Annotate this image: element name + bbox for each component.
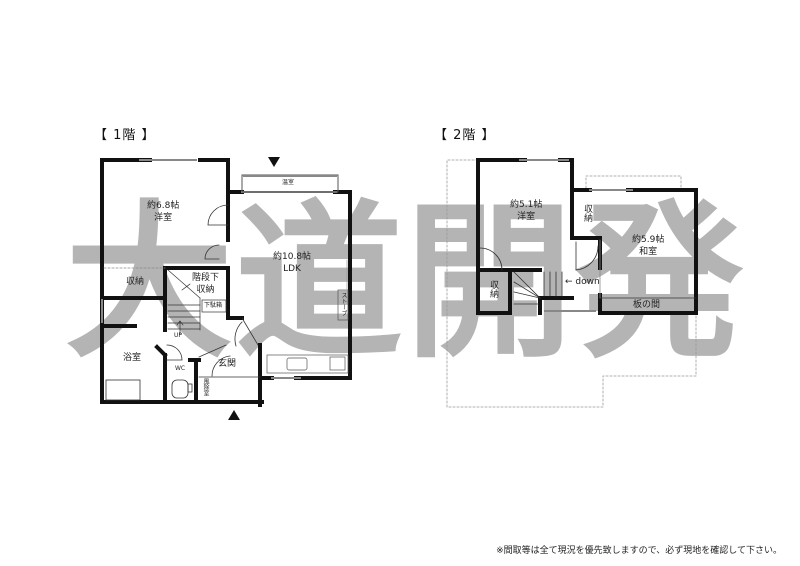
- room-western-2f: 約5.1帖 洋室: [510, 199, 542, 223]
- room-name: LDK: [283, 264, 301, 274]
- watermark-char: 道: [235, 185, 403, 381]
- room-name: 洋室: [517, 212, 536, 222]
- room-area: 約5.9帖: [632, 235, 665, 245]
- stove-label: ストーブ: [340, 292, 347, 316]
- room-storage-1f: 収納: [126, 277, 145, 287]
- floor-1-title: 【 1階 】: [94, 128, 156, 143]
- watermark-char: 開: [405, 185, 573, 381]
- room-japanese: 約5.9帖 和室: [632, 234, 664, 258]
- shoe-box-label: 下駄箱: [204, 302, 223, 309]
- room-western-1f: 約6.8帖 洋室: [147, 200, 179, 224]
- room-area: 約10.8帖: [273, 252, 312, 262]
- disclaimer-footnote: ※間取等は全て現況を優先致しますので、必ず現地を確認して下さい。: [496, 546, 782, 556]
- room-windbreak: 風除室: [202, 378, 209, 396]
- floor-1-plan: [100, 157, 352, 420]
- watermark-char: 大: [65, 185, 233, 381]
- room-sunroom: 温室: [282, 179, 295, 186]
- floor-2-title: 【 2階 】: [434, 128, 496, 143]
- room-name: 洋室: [154, 213, 173, 223]
- floor-2-plan: [446, 158, 698, 408]
- room-entrance: 玄関: [218, 359, 237, 369]
- stairs-down-label: ← down: [565, 277, 600, 287]
- room-ldk: 約10.8帖 LDK: [273, 251, 311, 275]
- room-toilet: WC: [175, 365, 186, 372]
- room-under-stair-storage: 階段下 収納: [192, 273, 220, 295]
- room-closet-upper: 収納: [582, 204, 592, 222]
- room-bathroom: 浴室: [123, 353, 142, 363]
- room-name: 和室: [639, 247, 658, 257]
- room-area: 約6.8帖: [147, 201, 180, 211]
- watermark-char: 発: [575, 185, 743, 381]
- room-wooden-floor: 板の間: [633, 300, 661, 310]
- watermark-company-name: 大 道 開 発: [64, 188, 744, 378]
- stairs-up-label: UP: [174, 332, 183, 339]
- room-area: 約5.1帖: [510, 200, 543, 210]
- room-closet-lower: 収納: [488, 280, 498, 298]
